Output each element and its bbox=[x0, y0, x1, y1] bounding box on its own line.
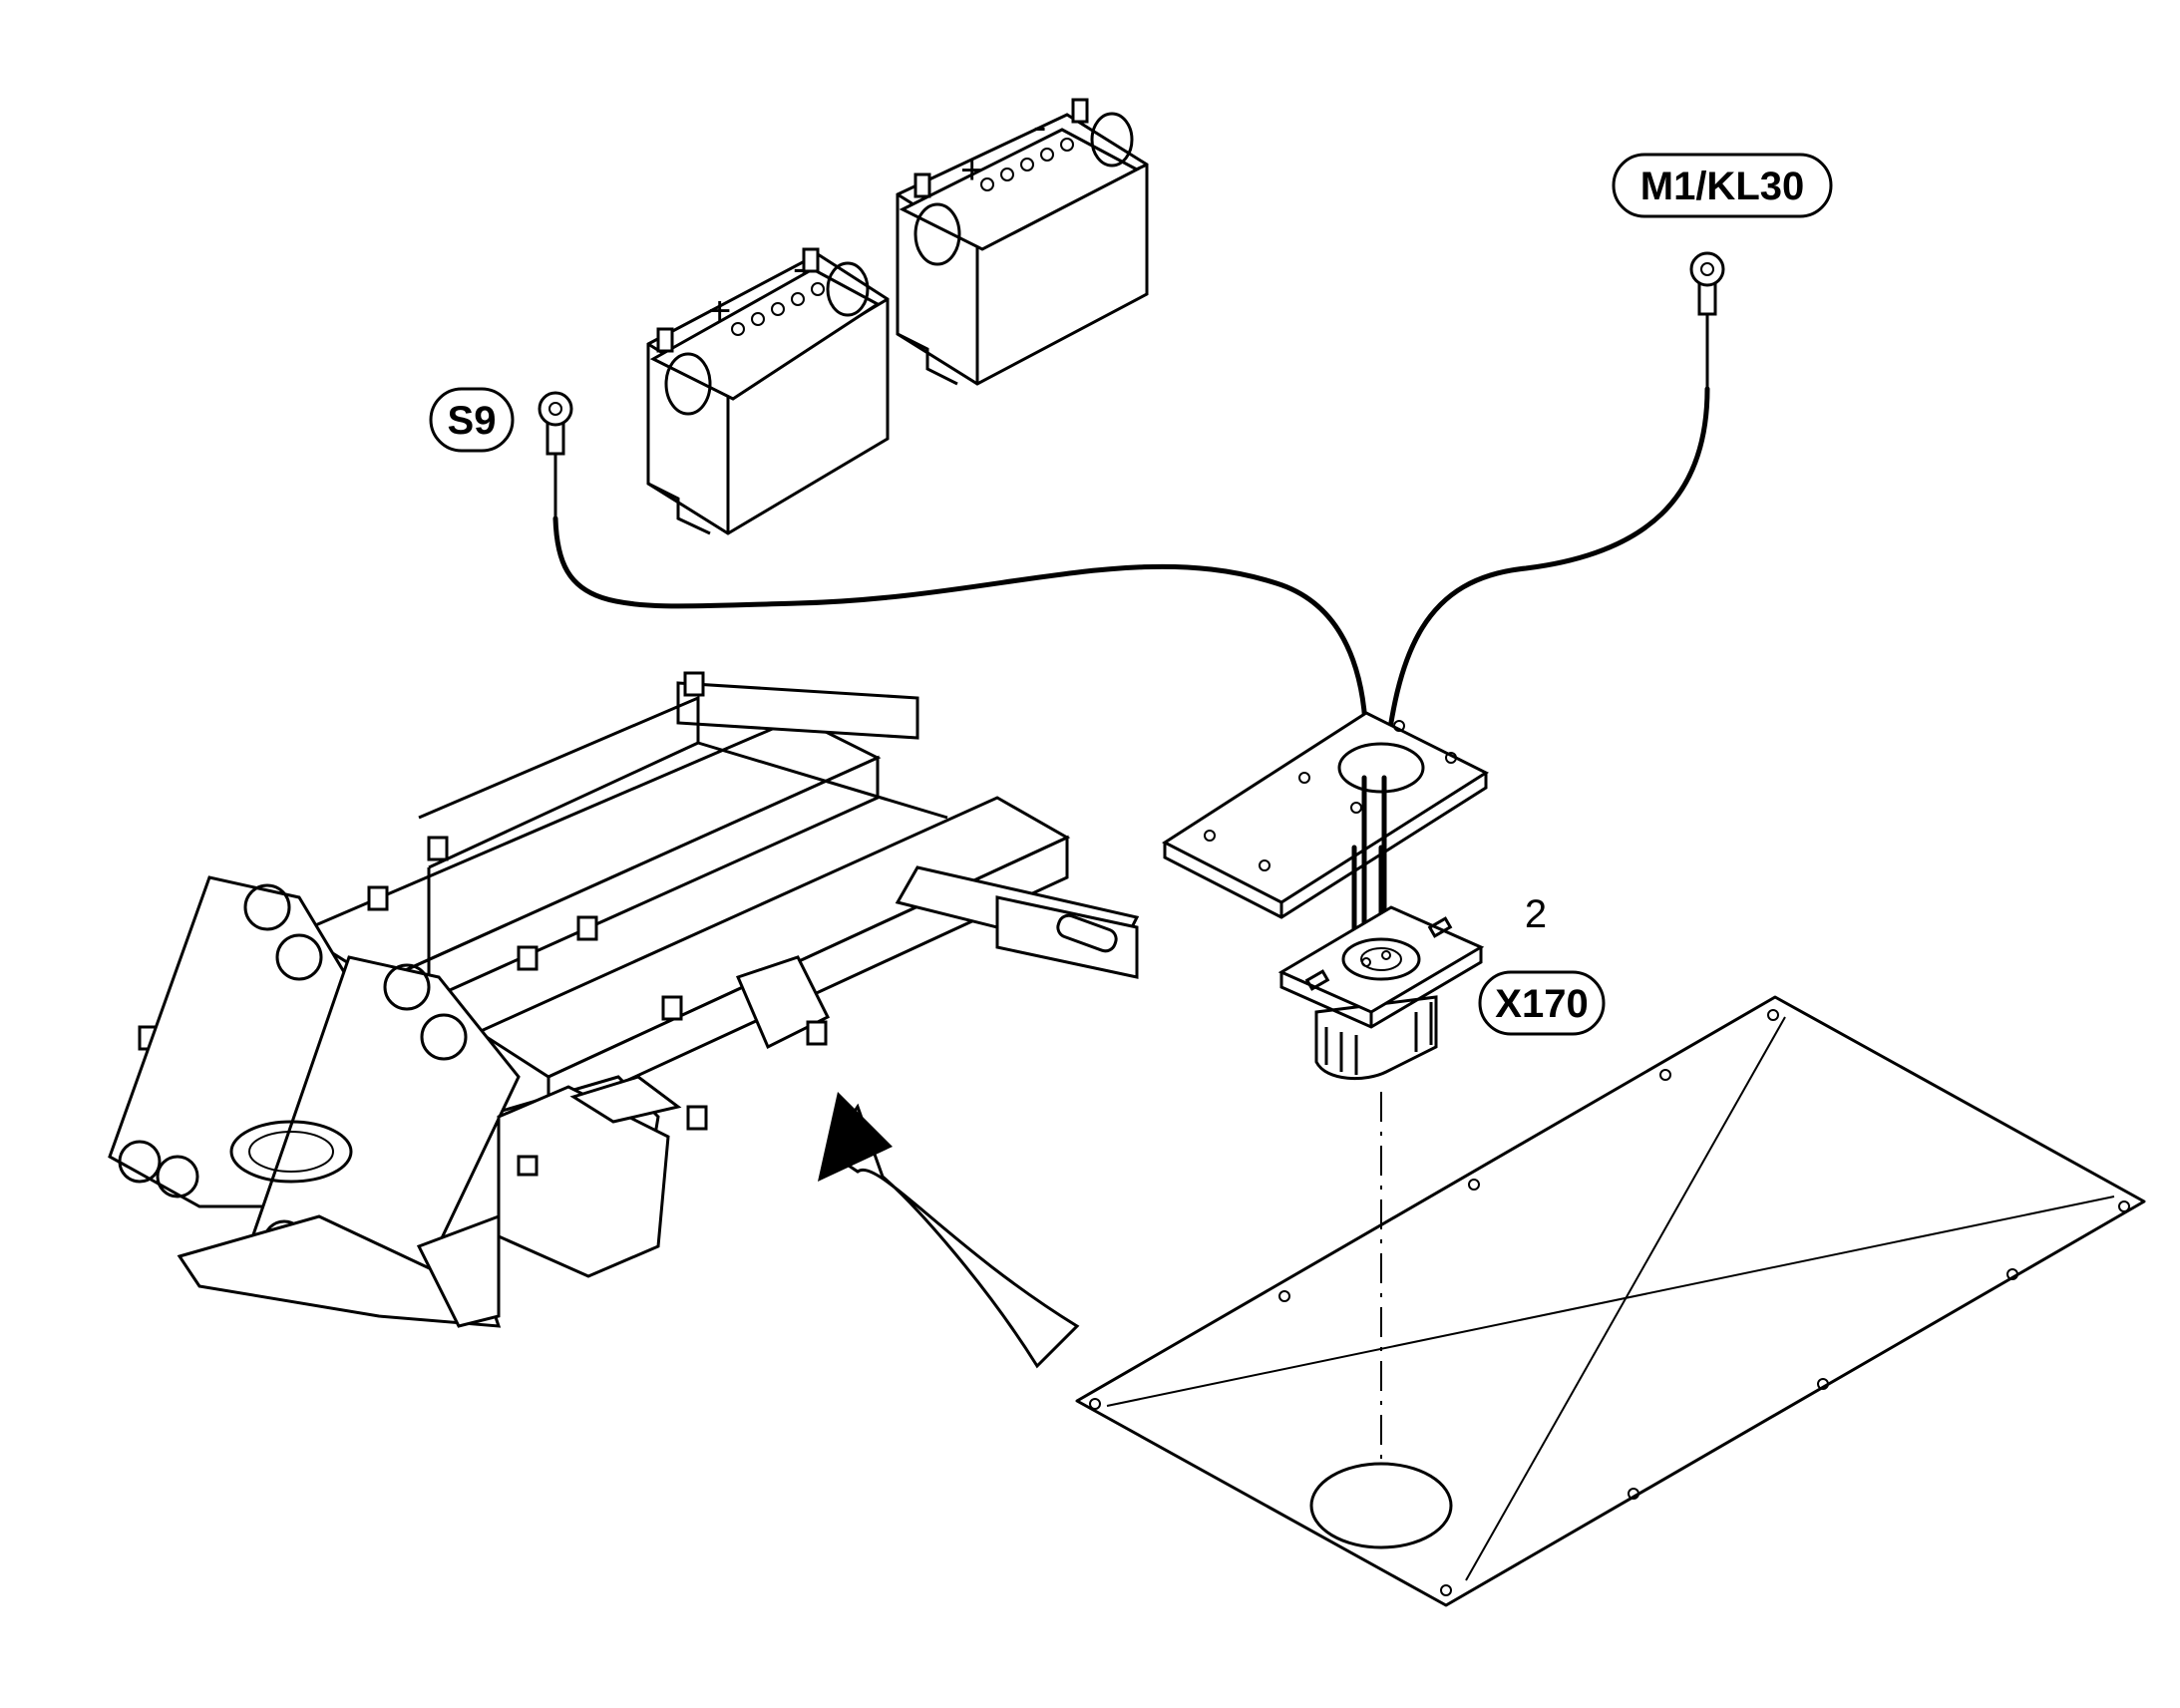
battery-rear-minus-label: - bbox=[1033, 105, 1046, 149]
battery-front: + - bbox=[646, 246, 890, 535]
label-x170-text: X170 bbox=[1495, 982, 1588, 1026]
label-s9: S9 bbox=[429, 387, 515, 453]
battery-rear-plus-label: + bbox=[960, 149, 983, 192]
cable-s9 bbox=[538, 391, 1369, 781]
cable-m1kl30 bbox=[1381, 251, 1725, 781]
battery-pair-icon: + - + - bbox=[646, 98, 1149, 535]
socket-connector-icon bbox=[1277, 905, 1485, 1081]
label-x170: X170 bbox=[1478, 970, 1606, 1036]
label-m1kl30: M1/KL30 bbox=[1612, 153, 1833, 218]
machine-frame-icon bbox=[108, 671, 1140, 1328]
mounting-plate-icon bbox=[1161, 711, 1490, 955]
battery-front-minus-label: - bbox=[793, 246, 806, 290]
label-m1kl30-text: M1/KL30 bbox=[1640, 165, 1805, 208]
battery-front-plus-label: + bbox=[708, 289, 731, 333]
label-s9-text: S9 bbox=[448, 399, 497, 443]
curved-arrow-icon bbox=[818, 1092, 1080, 1369]
item-number: 2 bbox=[1525, 892, 1547, 936]
battery-rear: + - bbox=[896, 98, 1149, 386]
floor-plate-icon bbox=[1075, 995, 2146, 1607]
